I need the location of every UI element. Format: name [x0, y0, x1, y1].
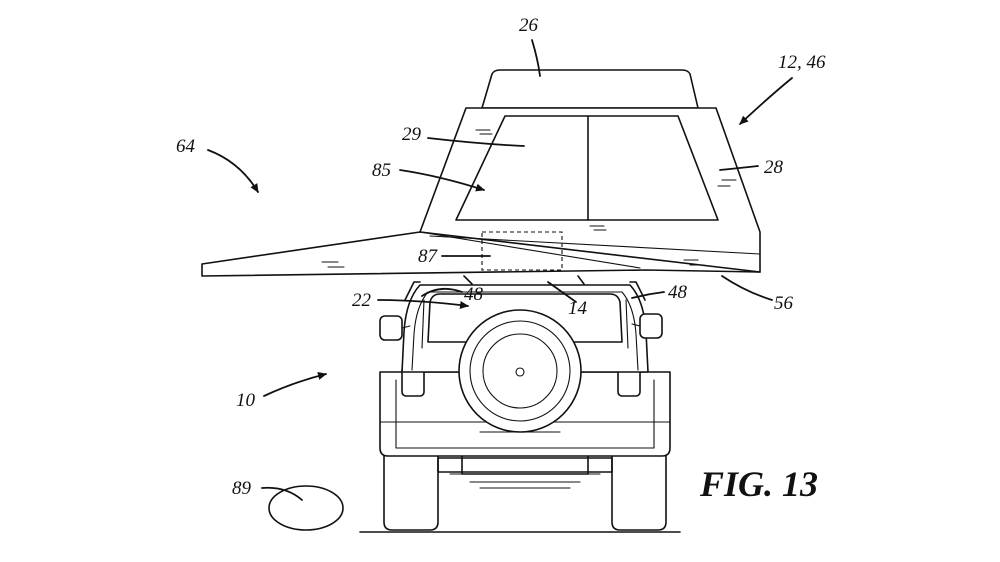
roof-tent — [201, 69, 761, 285]
axle — [437, 457, 613, 473]
ref-14: 14 — [568, 298, 588, 319]
ref-10: 10 — [236, 390, 256, 411]
leader-lines — [207, 39, 793, 501]
leader-56 — [721, 275, 773, 301]
spare-tire — [458, 309, 582, 433]
leader-26 — [531, 39, 541, 77]
ref-28: 28 — [764, 157, 784, 178]
ref-48-left: 48 — [464, 284, 484, 305]
leader-22 — [377, 299, 469, 309]
vehicle — [359, 281, 681, 533]
ref-29: 29 — [402, 124, 422, 145]
ref-48-right: 48 — [668, 282, 688, 303]
leader-29 — [427, 137, 525, 147]
hidden-component — [481, 231, 563, 271]
leader-48-right — [631, 291, 665, 299]
reference-numerals: 26 12, 46 64 29 85 28 87 48 22 14 48 56 … — [176, 15, 826, 499]
ref-26: 26 — [519, 15, 539, 36]
left-tire — [383, 439, 439, 531]
leader-28 — [719, 165, 759, 171]
leader-14 — [547, 281, 577, 303]
leader-12-46 — [739, 77, 793, 125]
tent-window — [455, 115, 719, 221]
ref-85: 85 — [372, 160, 391, 181]
ref-12-46: 12, 46 — [778, 52, 826, 73]
tent-cap — [481, 69, 699, 109]
ground-projection-ellipse — [268, 485, 344, 531]
left-mirror — [379, 315, 403, 341]
right-tire — [611, 439, 667, 531]
leader-85 — [399, 169, 485, 192]
right-mirror — [639, 313, 663, 339]
ref-89: 89 — [232, 478, 252, 499]
leader-89 — [261, 486, 303, 501]
figure-label: FIG. 13 — [699, 464, 818, 504]
leader-48-left — [421, 287, 463, 297]
ref-64: 64 — [176, 136, 196, 157]
ref-22: 22 — [352, 290, 372, 311]
leader-10 — [263, 372, 327, 397]
differential — [461, 453, 589, 475]
ref-56: 56 — [774, 293, 794, 314]
leader-64 — [207, 149, 259, 193]
ref-87: 87 — [418, 246, 439, 267]
